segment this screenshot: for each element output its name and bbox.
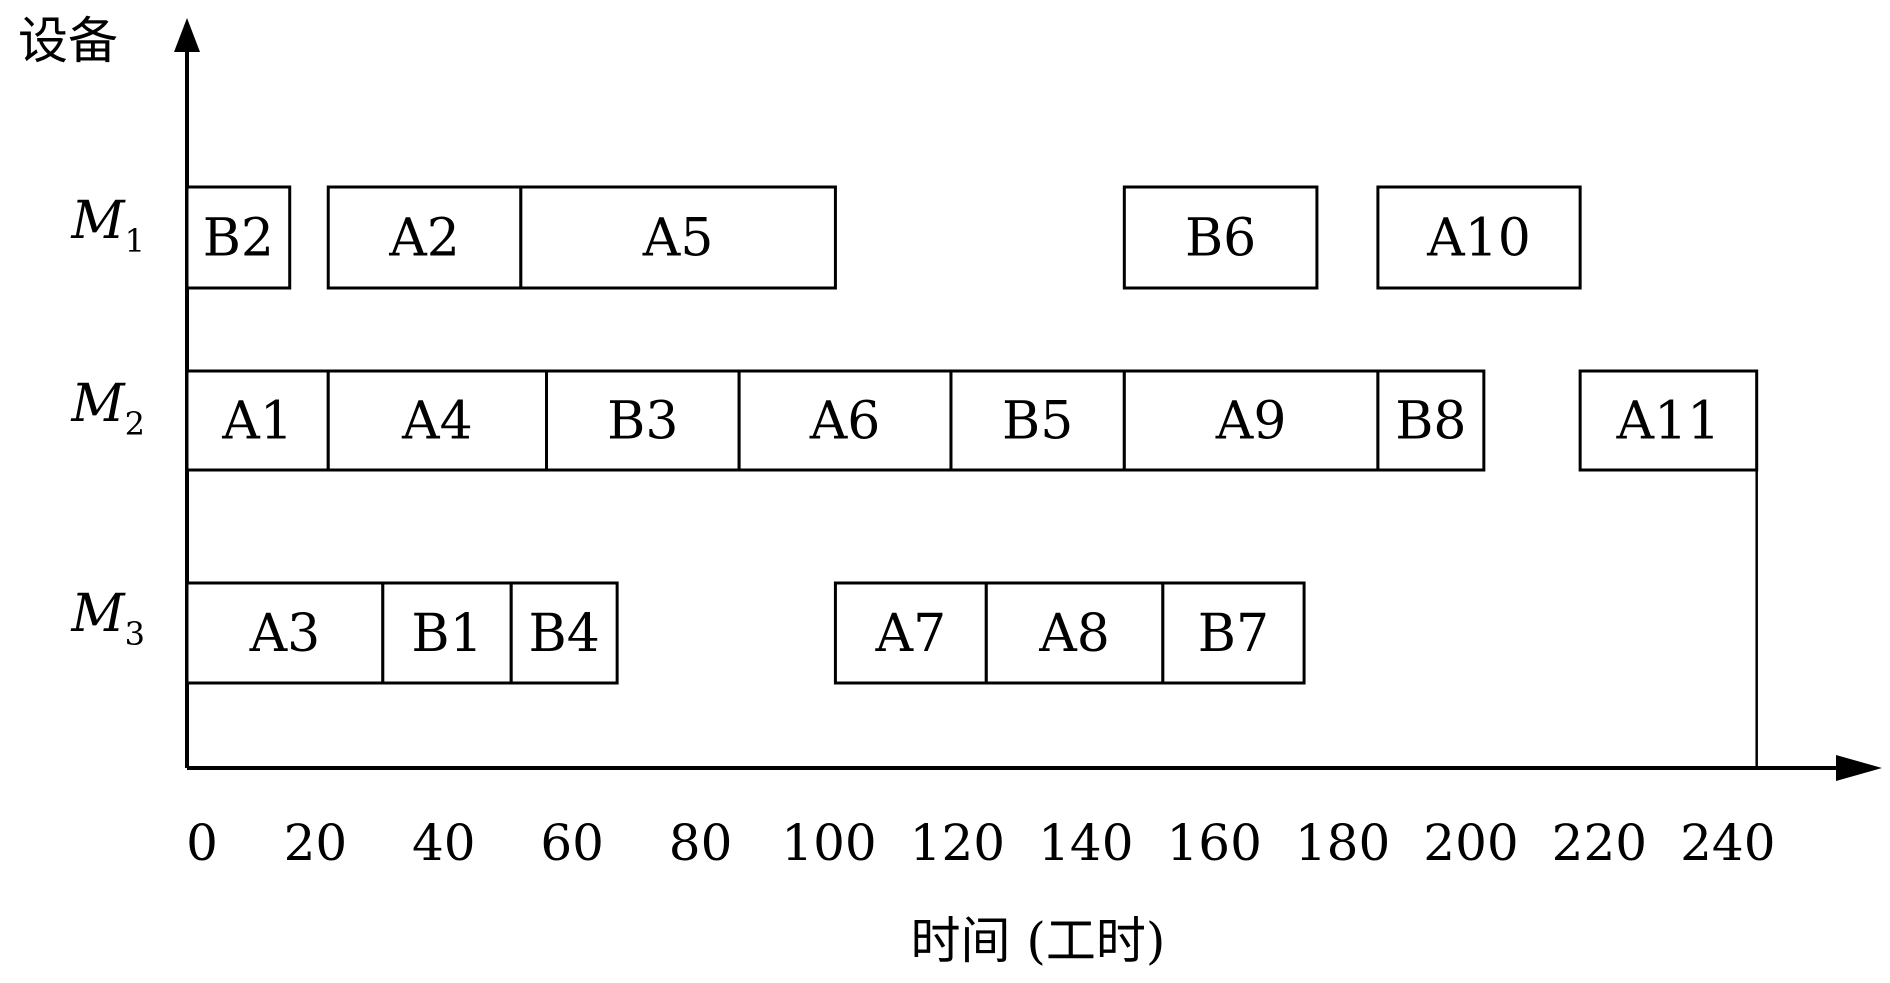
task-a3: A3: [185, 581, 385, 685]
x-axis-arrowhead: [1836, 755, 1882, 781]
x-axis-label: 时间 (工时): [911, 912, 1166, 970]
machine-label-m2: M2: [70, 374, 145, 443]
task-b7: B7: [1161, 581, 1306, 685]
task-bar: [833, 581, 988, 685]
task-label: A9: [1215, 392, 1287, 452]
task-bar: [1376, 369, 1486, 472]
task-bar: [737, 369, 953, 472]
x-tick-label: 20: [284, 814, 348, 872]
y-axis-arrowhead: [174, 18, 200, 52]
task-b6: B6: [1122, 185, 1319, 290]
task-bar: [1578, 369, 1759, 472]
task-label: B7: [1198, 604, 1269, 664]
task-bar: [1122, 369, 1380, 472]
y-axis-label: 设备: [18, 12, 118, 70]
task-a7: A7: [833, 581, 988, 685]
task-a10: A10: [1376, 185, 1582, 290]
task-label: B6: [1185, 209, 1256, 269]
task-label: A11: [1616, 392, 1721, 452]
task-b8: B8: [1376, 369, 1486, 472]
task-a11: A11: [1578, 369, 1759, 472]
task-bar: [1161, 581, 1306, 685]
task-b2: B2: [185, 185, 292, 290]
task-a2: A2: [326, 185, 523, 290]
task-bar: [185, 185, 292, 290]
task-label: A4: [401, 392, 473, 452]
task-label: A10: [1426, 209, 1531, 269]
task-label: B1: [411, 604, 482, 664]
task-label: B3: [607, 392, 678, 452]
x-tick-label: 240: [1680, 814, 1775, 872]
x-tick-label: 160: [1166, 814, 1261, 872]
machine-label-m3: M3: [70, 584, 145, 653]
x-tick-label: 220: [1552, 814, 1647, 872]
task-a8: A8: [984, 581, 1165, 685]
task-bar: [1122, 185, 1319, 290]
task-b3: B3: [545, 369, 741, 472]
task-a1: A1: [185, 369, 330, 472]
x-tick-label: 200: [1423, 814, 1518, 872]
task-label: B2: [203, 209, 274, 269]
task-label: A8: [1038, 604, 1110, 664]
task-label: A7: [875, 604, 947, 664]
machine-label-m1: M1: [70, 191, 145, 260]
x-tick-label: 120: [910, 814, 1005, 872]
task-label: A6: [809, 392, 881, 452]
x-tick-label: 40: [412, 814, 476, 872]
x-tick-label: 80: [669, 814, 733, 872]
x-tick-label: 140: [1038, 814, 1133, 872]
task-b5: B5: [949, 369, 1126, 472]
task-bar: [326, 185, 523, 290]
task-label: B5: [1002, 392, 1073, 452]
task-label: B4: [529, 604, 600, 664]
task-a4: A4: [326, 369, 549, 472]
task-b1: B1: [381, 581, 513, 685]
task-bar: [509, 581, 619, 685]
x-tick-label: 60: [540, 814, 604, 872]
task-bar: [326, 369, 549, 472]
task-label: A2: [388, 209, 460, 269]
task-bar: [984, 581, 1165, 685]
x-tick-label: 0: [186, 814, 218, 872]
task-bar: [1376, 185, 1582, 290]
task-label: B8: [1395, 392, 1466, 452]
task-bar: [519, 185, 837, 290]
task-label: A5: [642, 209, 714, 269]
task-label: A1: [221, 392, 293, 452]
x-tick-label: 180: [1295, 814, 1390, 872]
task-b4: B4: [509, 581, 619, 685]
task-a9: A9: [1122, 369, 1380, 472]
task-a6: A6: [737, 369, 953, 472]
task-label: A3: [249, 604, 321, 664]
task-bar: [381, 581, 513, 685]
task-a5: A5: [519, 185, 837, 290]
x-tick-label: 100: [781, 814, 876, 872]
